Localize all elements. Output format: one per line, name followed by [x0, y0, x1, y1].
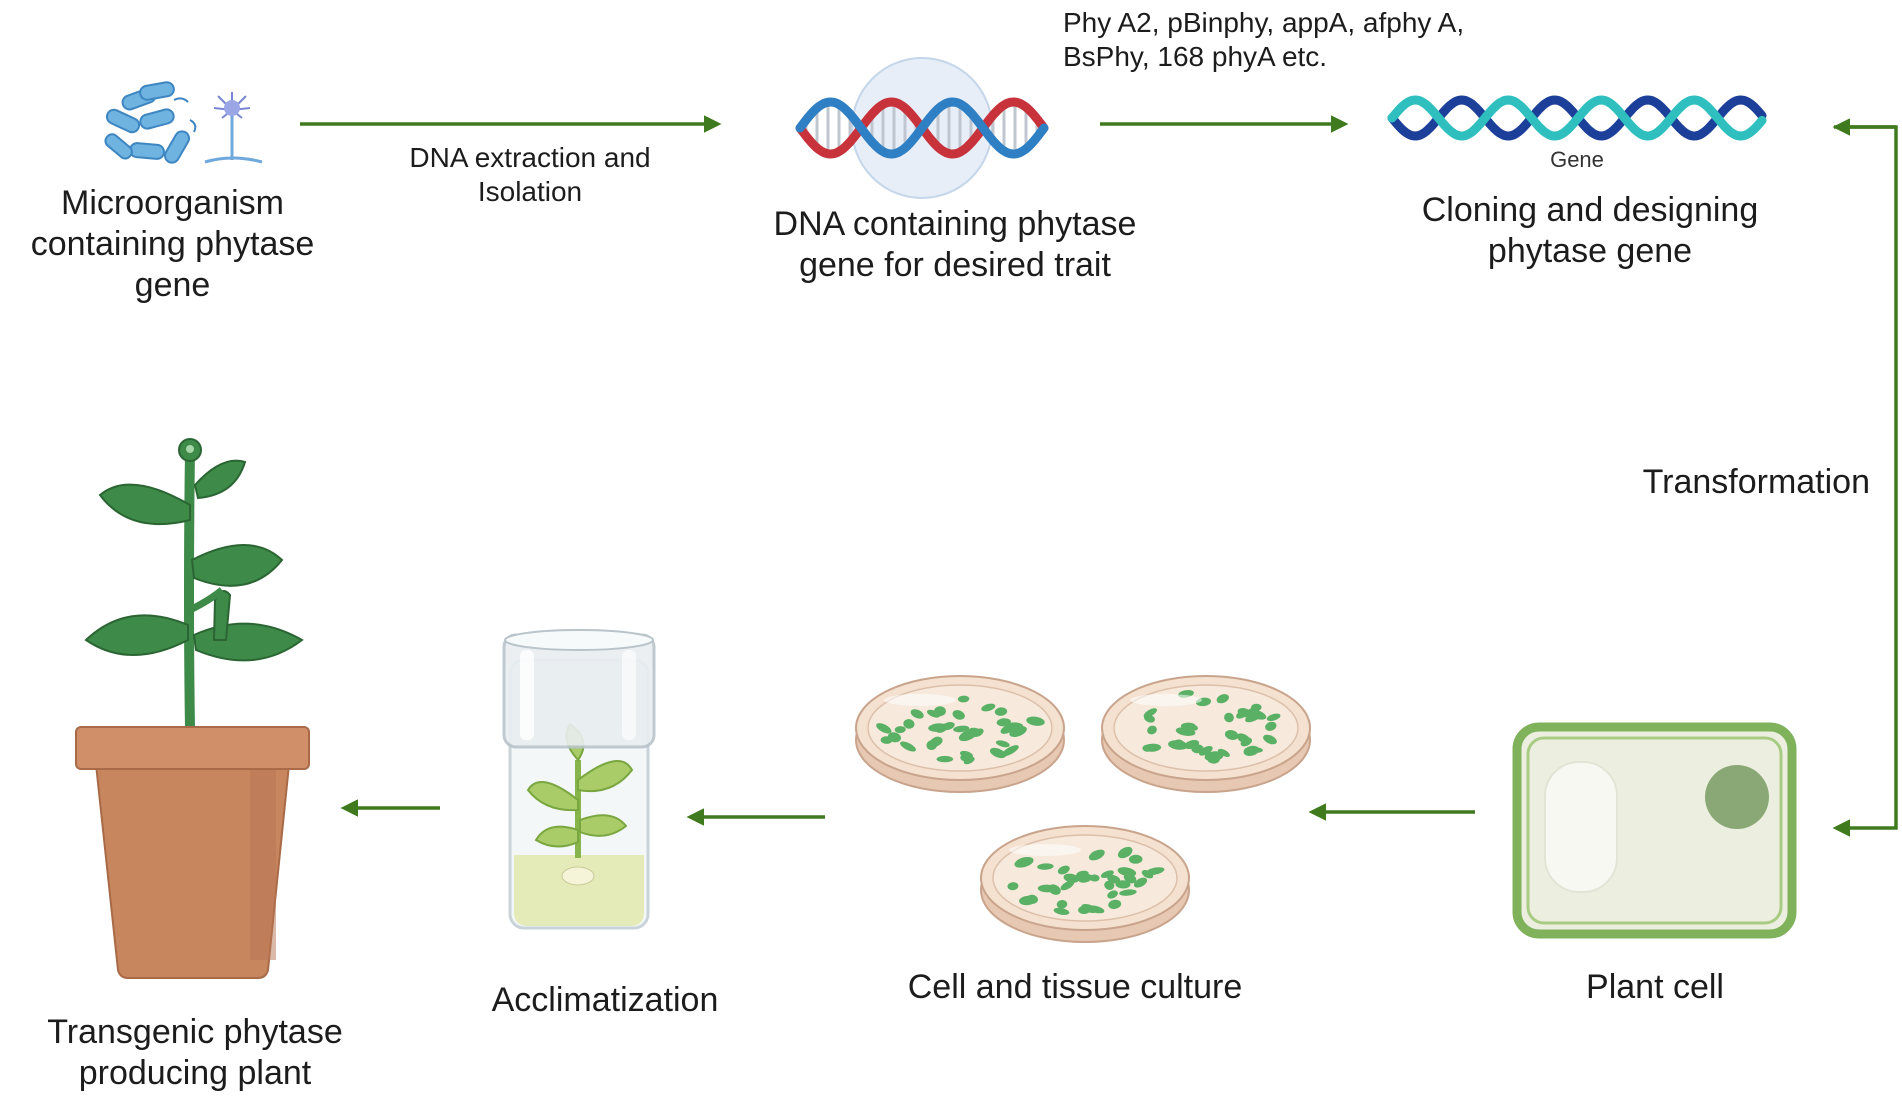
- transgenic-plant-label: Transgenic phytase producing plant: [47, 1013, 343, 1092]
- culture-label: Cell and tissue culture: [907, 968, 1243, 1006]
- plant-cell-icon: [1512, 722, 1797, 939]
- microorganism-label: Microorganism containing phytase gene: [30, 184, 315, 304]
- acclimatization-label: Acclimatization: [491, 981, 719, 1019]
- extraction-label: DNA extraction and Isolation: [409, 142, 651, 207]
- cloning-label: Cloning and designing phytase gene: [1421, 191, 1759, 270]
- flow-arrows: [300, 115, 1898, 837]
- dna-helix-icon: [795, 57, 1049, 199]
- dna-label: DNA containing phytase gene for desired …: [773, 205, 1137, 284]
- potted-plant-icon: [75, 438, 310, 979]
- petri-dishes-icon: [855, 675, 1311, 943]
- gene-caption: Gene: [1550, 147, 1604, 172]
- gene-variants-label: Phy A2, pBinphy, appA, afphy A, BsPhy, 1…: [1063, 7, 1465, 72]
- microorganism-icon: [104, 81, 263, 164]
- plant-cell-label: Plant cell: [1586, 968, 1724, 1006]
- acclimatization-jar-icon: [502, 629, 656, 930]
- gene-helix-icon: [1387, 95, 1767, 141]
- transformation-label: Transformation: [1642, 463, 1870, 501]
